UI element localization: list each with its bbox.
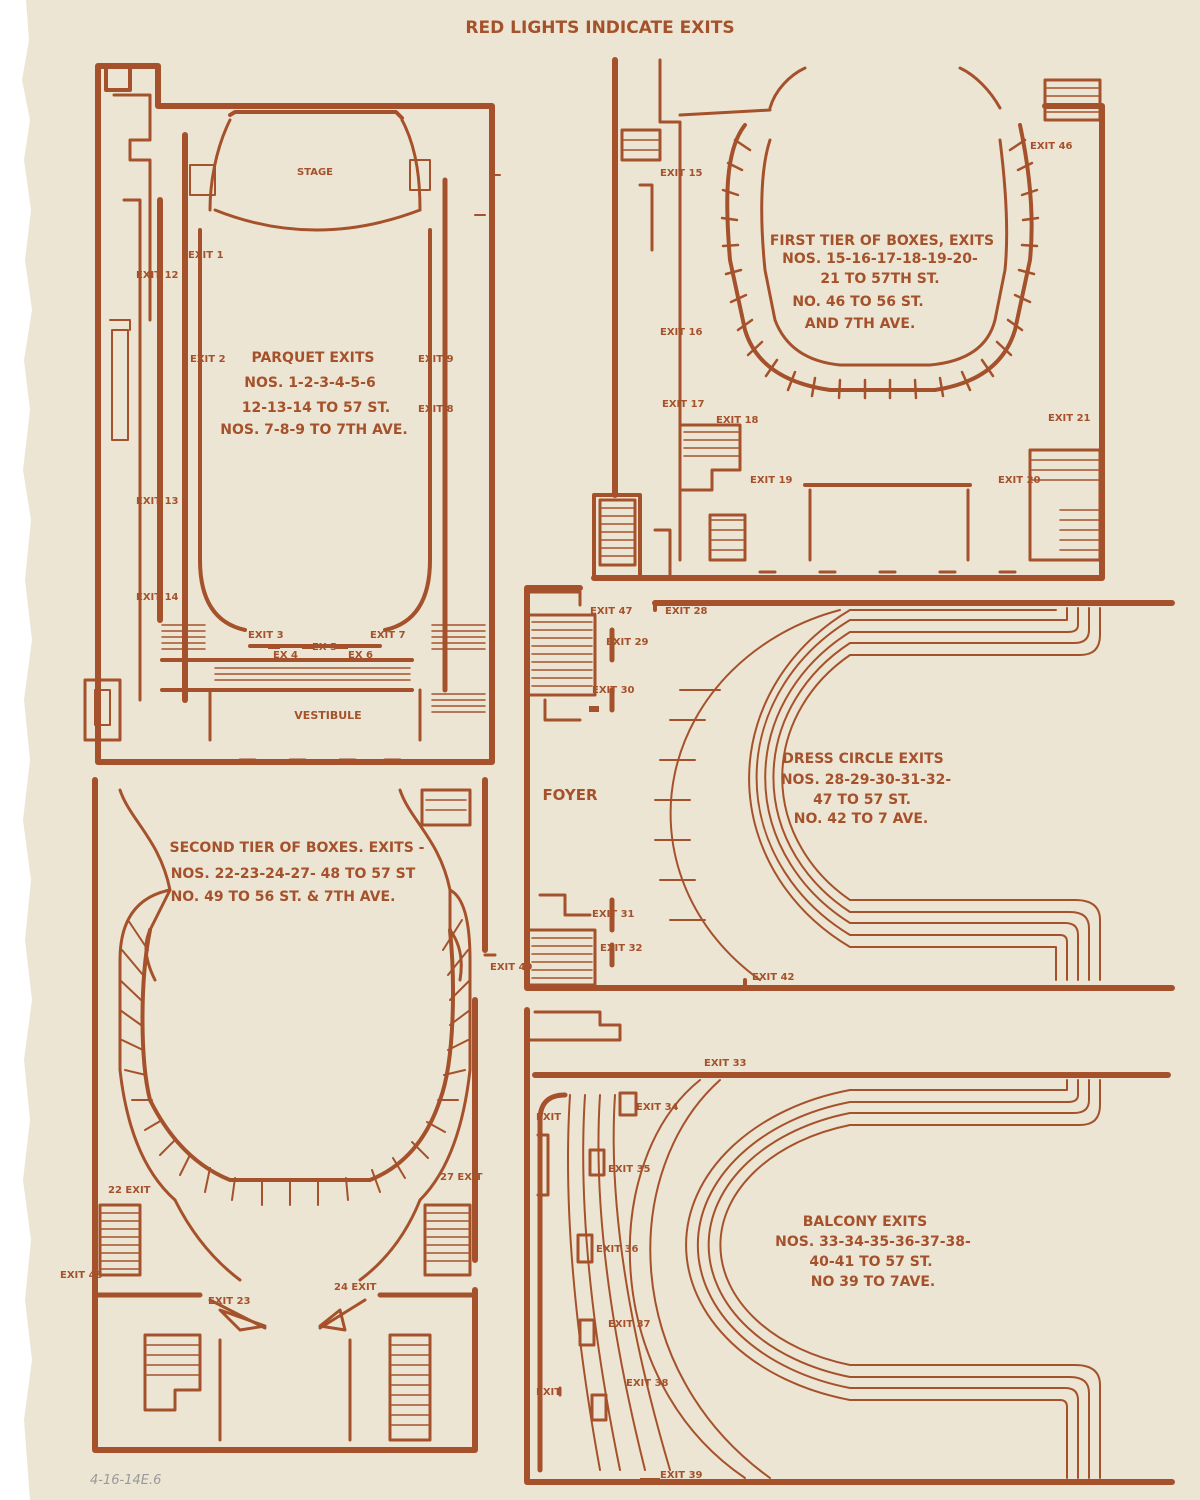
- first-tier-line2: 21 TO 57TH ST.: [820, 271, 939, 287]
- exit-2: EXIT 2: [190, 354, 226, 365]
- dress-circle-line2: 47 TO 57 ST.: [813, 792, 911, 808]
- parquet-labels: STAGE VESTIBULE PARQUET EXITS NOS. 1-2-3…: [220, 167, 407, 722]
- exit-15: EXIT 15: [660, 168, 703, 179]
- balcony-labels: BALCONY EXITS NOS. 33-34-35-36-37-38- 40…: [775, 1214, 971, 1290]
- torn-edge: [0, 0, 32, 1500]
- exit-47: EXIT 47: [590, 606, 633, 617]
- exit-19: EXIT 19: [750, 475, 793, 486]
- exit-3: EXIT 3: [248, 630, 284, 641]
- first-tier-plan: [591, 57, 1105, 581]
- second-tier-labels: SECOND TIER OF BOXES. EXITS - NOS. 22-23…: [170, 840, 425, 905]
- balcony-title: BALCONY EXITS: [803, 1214, 928, 1230]
- exit-29: EXIT 29: [606, 637, 649, 648]
- exit-6: EX 6: [348, 650, 373, 661]
- exit-27: 27 EXIT: [440, 1172, 483, 1183]
- balcony-line3: NO 39 TO 7AVE.: [811, 1274, 936, 1290]
- exit-9: EXIT 9: [418, 354, 454, 365]
- exit-17: EXIT 17: [662, 399, 705, 410]
- exit-48: EXIT 48: [60, 1270, 103, 1281]
- exit-46: EXIT 46: [1030, 141, 1073, 152]
- exit-21: EXIT 21: [1048, 413, 1091, 424]
- first-tier-labels: FIRST TIER OF BOXES, EXITS NOS. 15-16-17…: [770, 233, 994, 332]
- exit-33: EXIT 33: [704, 1058, 747, 1069]
- exit-34: EXIT 34: [636, 1102, 679, 1113]
- exit-4: EX 4: [273, 650, 298, 661]
- exit-16: EXIT 16: [660, 327, 703, 338]
- parquet-title: PARQUET EXITS: [251, 350, 374, 366]
- first-tier-line3: NO. 46 TO 56 ST.: [792, 294, 923, 310]
- dress-circle-line1: NOS. 28-29-30-31-32-: [781, 772, 952, 788]
- dress-circle-line3: NO. 42 TO 7 AVE.: [794, 811, 928, 827]
- balcony-plan: [524, 1007, 1175, 1485]
- balcony-line1: NOS. 33-34-35-36-37-38-: [775, 1234, 971, 1250]
- second-tier-plan: [92, 777, 497, 1453]
- exit-8: EXIT 8: [418, 404, 454, 415]
- first-tier-line1: NOS. 15-16-17-18-19-20-: [782, 251, 978, 267]
- exit-38: EXIT 38: [626, 1378, 669, 1389]
- second-tier-line1: NOS. 22-23-24-27- 48 TO 57 ST: [171, 866, 416, 882]
- exit-36: EXIT 36: [596, 1244, 639, 1255]
- dress-circle-title: DRESS CIRCLE EXITS: [782, 751, 943, 767]
- exit-7: EXIT 7: [370, 630, 406, 641]
- exit-31: EXIT 31: [592, 909, 635, 920]
- exit-1: EXIT 1: [188, 250, 224, 261]
- exit-24: 24 EXIT: [334, 1282, 377, 1293]
- parquet-line3: NOS. 7-8-9 TO 7TH AVE.: [220, 422, 407, 438]
- exit-labels: EXIT 1 EXIT 2 EXIT 3 EX 4 EX 5 EX 6 EXIT…: [60, 141, 1091, 1481]
- exit-20: EXIT 20: [998, 475, 1041, 486]
- exit-30: EXIT 30: [592, 685, 635, 696]
- parquet-line1: NOS. 1-2-3-4-5-6: [244, 375, 375, 391]
- second-tier-line2: NO. 49 TO 56 ST. & 7TH AVE.: [171, 889, 396, 905]
- balcony-line2: 40-41 TO 57 ST.: [809, 1254, 932, 1270]
- dress-circle-plan: [524, 585, 1175, 991]
- exit-12: EXIT 12: [136, 270, 179, 281]
- exit-40: EXIT: [536, 1112, 561, 1123]
- first-tier-title: FIRST TIER OF BOXES, EXITS: [770, 233, 994, 249]
- exit-37: EXIT 37: [608, 1319, 651, 1330]
- pencil-note: 4-16-14E.6: [90, 1473, 161, 1488]
- exit-49: EXIT 49: [490, 962, 533, 973]
- exit-39: EXIT 39: [660, 1470, 703, 1481]
- exit-32: EXIT 32: [600, 943, 643, 954]
- exit-28: EXIT 28: [665, 606, 708, 617]
- exit-18: EXIT 18: [716, 415, 759, 426]
- exit-41: EXIT: [536, 1387, 561, 1398]
- exit-13: EXIT 13: [136, 496, 179, 507]
- exit-35: EXIT 35: [608, 1164, 651, 1175]
- first-tier-line4: AND 7TH AVE.: [805, 316, 916, 332]
- vestibule-label: VESTIBULE: [294, 709, 361, 722]
- exit-22: 22 EXIT: [108, 1185, 151, 1196]
- exit-light-markers: [268, 644, 785, 1484]
- foyer-label: FOYER: [542, 786, 598, 804]
- exit-14: EXIT 14: [136, 592, 179, 603]
- dress-circle-labels: FOYER DRESS CIRCLE EXITS NOS. 28-29-30-3…: [542, 751, 951, 827]
- stage-label: STAGE: [297, 167, 333, 178]
- exit-23: EXIT 23: [208, 1296, 251, 1307]
- parquet-plan: [83, 63, 501, 765]
- exit-5: EX 5: [312, 642, 337, 653]
- second-tier-title: SECOND TIER OF BOXES. EXITS -: [170, 840, 425, 856]
- parquet-line2: 12-13-14 TO 57 ST.: [242, 400, 390, 416]
- exit-42: EXIT 42: [752, 972, 795, 983]
- page-header: RED LIGHTS INDICATE EXITS: [465, 18, 734, 38]
